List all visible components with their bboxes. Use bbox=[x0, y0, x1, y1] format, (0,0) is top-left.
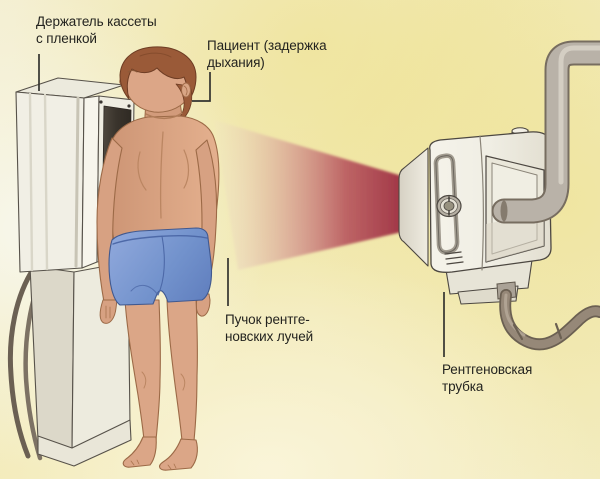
label-xray-tube-line1: Рентгеновская bbox=[442, 362, 533, 377]
label-xray-beam: Пучок рентге- новских лучей bbox=[225, 311, 313, 345]
cabinet-round-bar bbox=[81, 95, 100, 269]
shorts-waistband-line bbox=[112, 235, 208, 245]
cable-body bbox=[501, 290, 600, 349]
label-patient-line1: Пациент (задержка bbox=[207, 38, 327, 53]
pipe-highlight bbox=[558, 45, 600, 185]
pedestal-plinth bbox=[37, 419, 132, 467]
patient-ear bbox=[181, 82, 191, 98]
pipe-end-cap bbox=[500, 200, 508, 222]
shoulder-blade-left bbox=[137, 151, 147, 191]
frame-screw-3 bbox=[127, 104, 131, 108]
patient-right-foot bbox=[159, 438, 198, 471]
brow-line bbox=[127, 70, 138, 73]
cabinet-ridge-line-2 bbox=[43, 93, 49, 271]
knee-crease-right bbox=[180, 373, 186, 391]
label-cassette-holder: Держатель кассеты с пленкой bbox=[36, 13, 157, 47]
label-patient: Пациент (задержка дыхания) bbox=[207, 37, 327, 71]
shorts-seat-seam bbox=[157, 235, 165, 296]
cable-band-1 bbox=[512, 323, 524, 341]
label-xray-tube-line2: трубка bbox=[442, 379, 484, 394]
cable-band-2 bbox=[554, 322, 563, 340]
pedestal-left-face bbox=[29, 265, 75, 453]
front-knob-hub bbox=[443, 201, 455, 211]
cabinet-front-face bbox=[15, 91, 85, 273]
hair-strand-line bbox=[139, 52, 172, 58]
label-cassette-holder-line1: Держатель кассеты bbox=[36, 14, 157, 29]
knee-crease-left bbox=[141, 371, 147, 389]
mount-arm-pipe bbox=[491, 40, 600, 224]
patient-hair bbox=[119, 46, 197, 105]
side-panel-shadow bbox=[486, 212, 544, 262]
label-connectors bbox=[38, 54, 445, 357]
xray-beam bbox=[214, 120, 402, 270]
ear-inner-line bbox=[183, 85, 188, 96]
cabinet-edge-shadow bbox=[74, 96, 80, 268]
left-hand-finger-lines bbox=[105, 305, 111, 319]
pipe-body bbox=[493, 42, 600, 222]
housing-handle-groove-edge bbox=[435, 155, 458, 253]
machine-cable-outer bbox=[7, 265, 37, 459]
shorts-cheek-crease bbox=[130, 284, 159, 296]
label-xray-beam-line1: Пучок рентге- bbox=[225, 312, 310, 327]
patient-right-leg bbox=[166, 297, 198, 442]
label-patient-line2: дыхания) bbox=[207, 55, 265, 70]
label-xray-tube: Рентгеновская трубка bbox=[442, 361, 532, 395]
cabinet-ridge-line-1 bbox=[28, 92, 34, 272]
power-cable bbox=[496, 281, 600, 351]
frame-screw-1 bbox=[99, 100, 103, 104]
connector-patient bbox=[192, 72, 211, 102]
collimator-cone bbox=[398, 147, 429, 267]
neck-shadow-line bbox=[145, 112, 183, 120]
patient-shorts bbox=[108, 227, 213, 306]
shoulder-blade-right bbox=[183, 149, 190, 189]
toe-lines bbox=[130, 459, 177, 470]
label-xray-beam-line2: новских лучей bbox=[225, 329, 314, 344]
spine-line bbox=[159, 131, 164, 219]
housing-vent-slits bbox=[444, 251, 464, 265]
patient-left-hand bbox=[99, 299, 118, 324]
cable-highlight bbox=[504, 293, 526, 337]
label-cassette-holder-line2: с пленкой bbox=[36, 31, 97, 46]
housing-front-edge-line bbox=[479, 135, 484, 271]
patient-figure bbox=[96, 46, 220, 471]
patient-left-foot bbox=[122, 436, 157, 468]
